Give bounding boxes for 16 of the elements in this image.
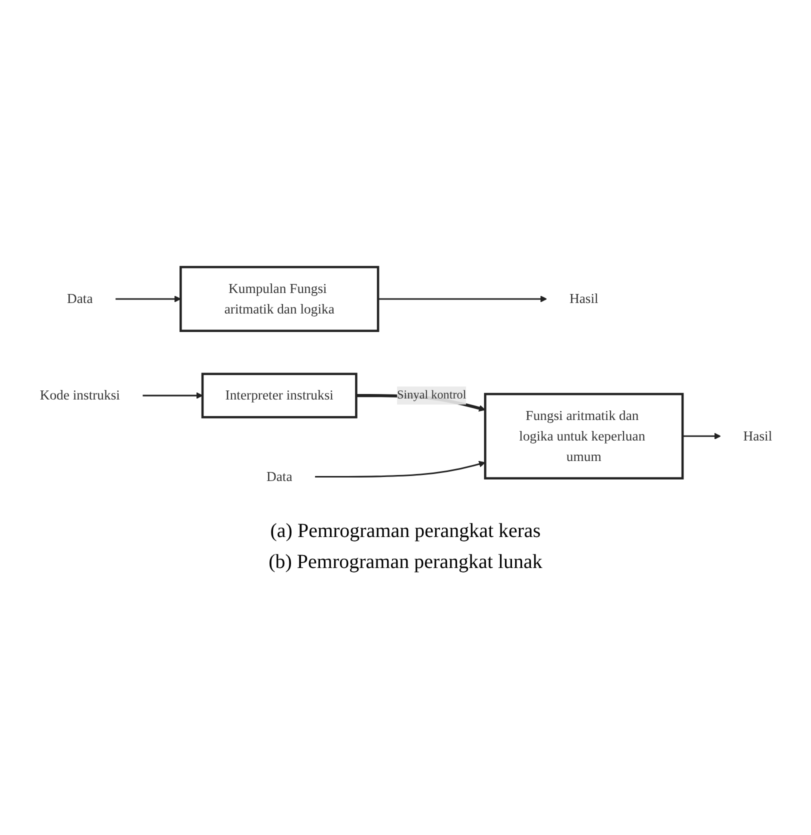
node-box: Fungsi aritmatik dan logika untuk keperluan umum [484,392,684,480]
node-text: Hasil [742,428,772,444]
node-text: Hasil [568,290,598,306]
arrow [378,295,546,302]
node-box: Interpreter instruksi [200,372,357,418]
arrow [314,460,485,478]
arrow [115,295,180,302]
arrow [142,392,202,399]
node-text: Data [266,468,292,484]
arrow [682,432,720,440]
figure-caption: (a) Pemrograman perangkat keras [270,520,541,544]
node-box: Kumpulan Fungsi aritmatik dan logika [179,266,379,332]
node-text: Data [66,290,92,306]
edge-label: Sinyal kontrol [396,388,466,402]
node-text: Kode instruksi [39,387,120,403]
figure-caption: (b) Pemrograman perangkat lunak [268,551,542,574]
